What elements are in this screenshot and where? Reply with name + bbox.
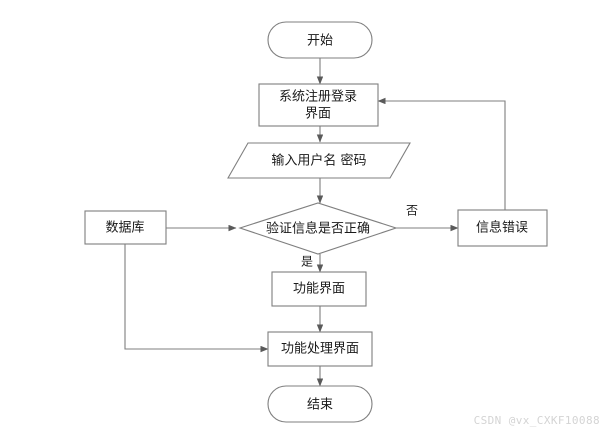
input-credentials-label: 输入用户名 密码 [271, 153, 366, 169]
input-credentials-shape [227, 142, 411, 179]
node-end[interactable]: 结束 [267, 385, 373, 423]
edge-label-yes: 是 [301, 255, 313, 269]
edge-info-error-to-login-loop [377, 97, 506, 210]
function-process-ui-shape [267, 331, 373, 367]
edge-database-to-process [124, 244, 269, 353]
edges-layer [124, 58, 506, 387]
node-verify-decision[interactable]: 验证信息是否正确 [238, 202, 398, 255]
node-database[interactable]: 数据库 [84, 210, 167, 245]
database-shape [84, 210, 167, 245]
start-label: 开始 [307, 34, 333, 49]
end-shape [267, 385, 373, 423]
start-shape [267, 21, 373, 59]
verify-decision-label: 验证信息是否正确 [266, 221, 370, 237]
function-ui-label: 功能界面 [293, 282, 345, 297]
verify-decision-shape [238, 202, 398, 255]
edge-labels-layer: 是 否 [301, 204, 418, 269]
node-function-process-ui[interactable]: 功能处理界面 [267, 331, 373, 367]
database-label: 数据库 [105, 220, 144, 236]
info-error-label: 信息错误 [476, 220, 528, 236]
function-ui-shape [271, 271, 367, 307]
login-ui-label-line1: 系统注册登录 [279, 90, 357, 105]
node-function-ui[interactable]: 功能界面 [271, 271, 367, 307]
node-login-ui[interactable]: 系统注册登录 界面 [258, 83, 379, 127]
node-start[interactable]: 开始 [267, 21, 373, 59]
node-info-error[interactable]: 信息错误 [457, 209, 548, 247]
node-input-credentials[interactable]: 输入用户名 密码 [227, 142, 411, 179]
function-process-ui-label: 功能处理界面 [281, 342, 359, 357]
end-label: 结束 [307, 398, 333, 413]
edge-label-no: 否 [406, 204, 418, 218]
info-error-shape [457, 209, 548, 247]
watermark: CSDN @vx_CXKF10088 [474, 414, 600, 427]
login-ui-label-line2: 界面 [305, 107, 331, 122]
login-ui-shape [258, 83, 379, 127]
